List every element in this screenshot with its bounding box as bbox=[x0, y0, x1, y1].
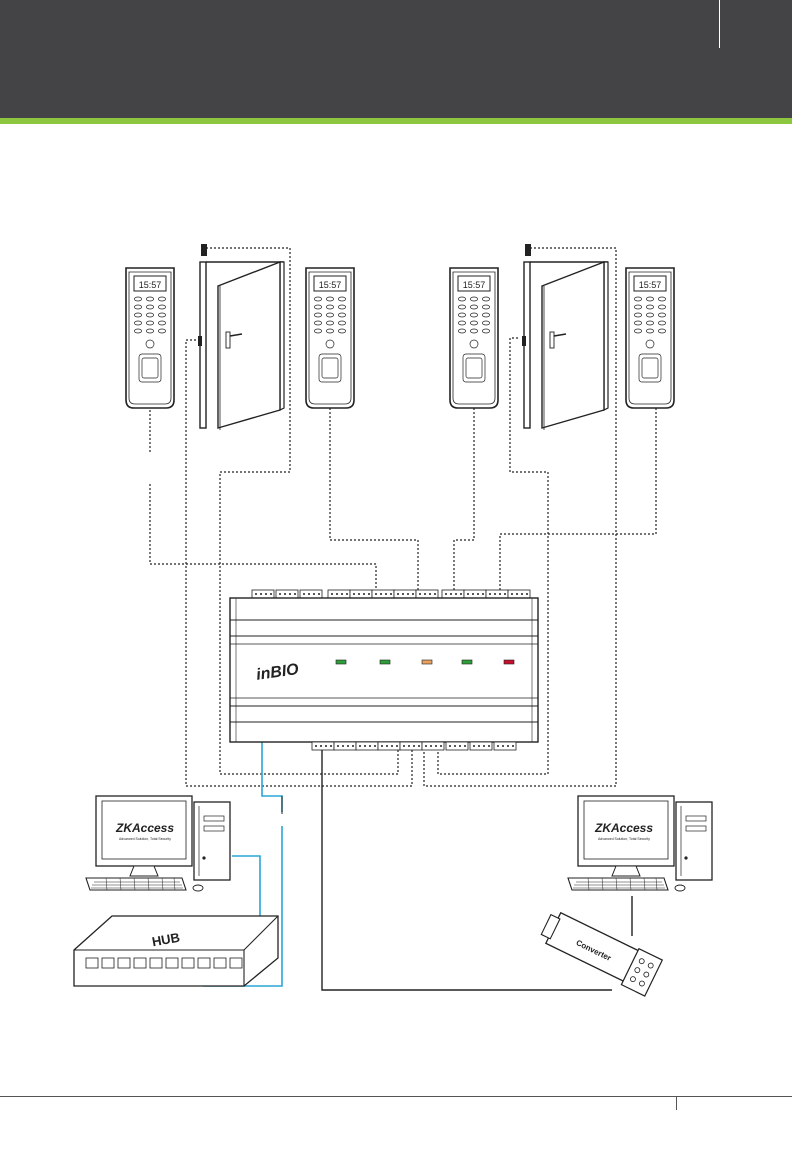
client-computer-right: ZKAccess Advanced Solution, Total Securi… bbox=[568, 796, 712, 891]
fingerprint-reader-2: 15:57 bbox=[306, 268, 354, 408]
door-2 bbox=[522, 244, 608, 430]
reader-2-time: 15:57 bbox=[319, 280, 342, 290]
rs485-converter: Converter bbox=[537, 907, 662, 996]
door-1 bbox=[198, 244, 284, 430]
software-logo-right: ZKAccess bbox=[594, 821, 653, 835]
software-tagline-left: Advanced Solution, Total Security bbox=[119, 837, 171, 841]
reader-4-time: 15:57 bbox=[639, 280, 662, 290]
status-led-4 bbox=[462, 660, 472, 664]
status-led-3 bbox=[422, 660, 432, 664]
panel-top-terminals bbox=[252, 590, 530, 598]
fingerprint-reader-4: 15:57 bbox=[626, 268, 674, 408]
client-computer-left: ZKAccess Advanced Solution, Total Securi… bbox=[86, 796, 230, 891]
fingerprint-reader-1: 15:57 bbox=[126, 268, 174, 408]
status-led-5 bbox=[504, 660, 514, 664]
reader-3-time: 15:57 bbox=[463, 280, 486, 290]
panel-bottom-terminals bbox=[312, 742, 516, 750]
status-led-1 bbox=[336, 660, 346, 664]
fingerprint-reader-3: 15:57 bbox=[450, 268, 498, 408]
software-tagline-right: Advanced Solution, Total Security bbox=[598, 837, 650, 841]
software-logo-left: ZKAccess bbox=[115, 821, 174, 835]
reader-1-time: 15:57 bbox=[139, 280, 162, 290]
status-led-2 bbox=[380, 660, 390, 664]
access-control-panel: inBIO bbox=[230, 590, 538, 750]
network-hub: HUB bbox=[74, 916, 278, 986]
